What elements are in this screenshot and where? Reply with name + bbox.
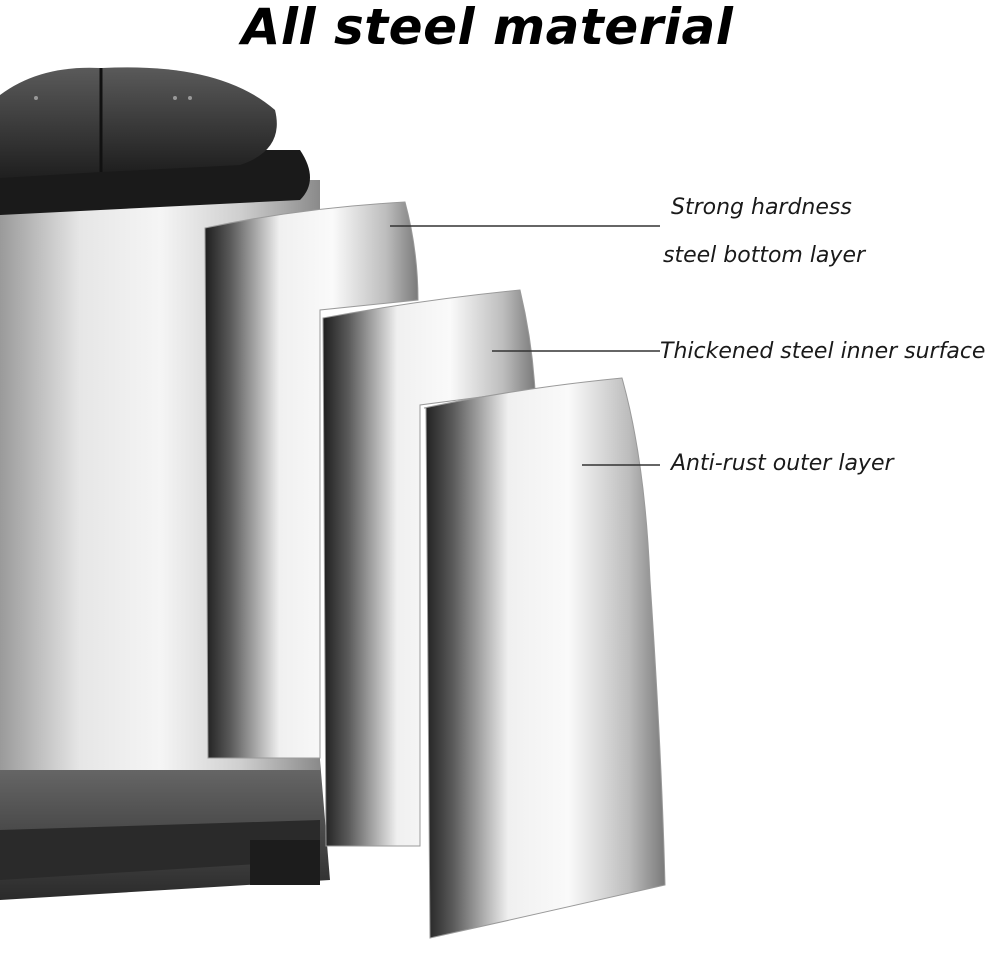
label-inner-surface: Thickened steel inner surface [660, 339, 986, 364]
label-outer-layer: Anti-rust outer layer [671, 451, 894, 476]
lid-dot-icon [34, 96, 38, 100]
label-bottom-line1: Strong hardness [671, 195, 852, 220]
bin-lid [0, 67, 310, 215]
lid-dot-icon [173, 96, 177, 100]
label-bottom-line2: steel bottom layer [663, 243, 866, 268]
bin-base [0, 760, 330, 900]
steel-sheet-outer-layer [423, 377, 666, 939]
steel-sheet-bottom-layer [204, 201, 419, 759]
steel-sheet-inner-surface [322, 289, 536, 847]
lid-dot-icon [188, 96, 192, 100]
page-title: All steel material [241, 0, 734, 56]
